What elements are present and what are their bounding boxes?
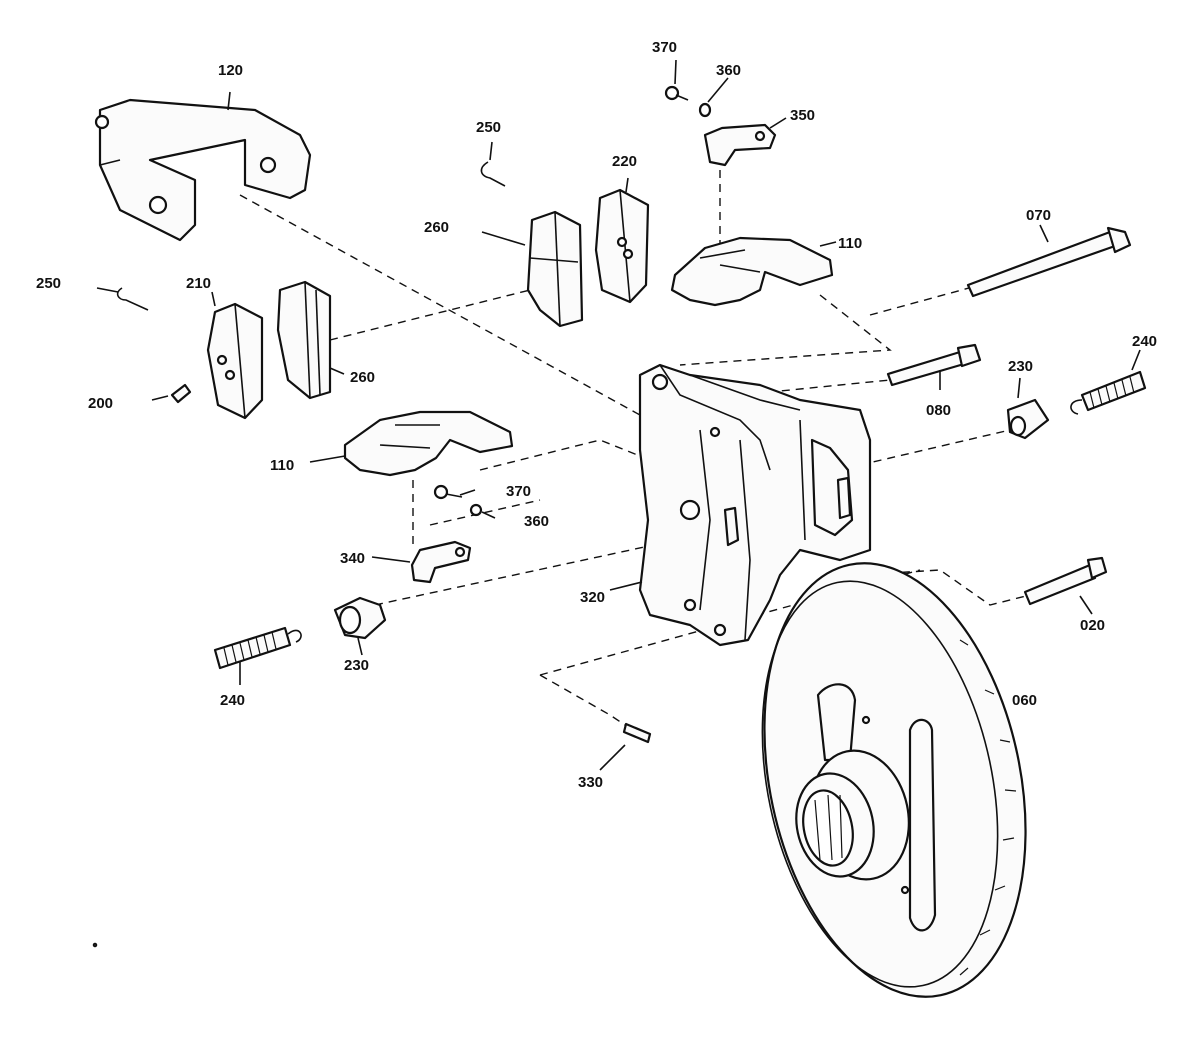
label-220: 220 [612, 153, 637, 170]
pad-inner-220 [594, 188, 650, 304]
lining-top-260 [526, 210, 584, 328]
lining-lower-260 [276, 280, 332, 400]
small-pin-330 [622, 722, 652, 744]
label-240-right: 240 [1132, 333, 1157, 350]
retaining-pin-200 [170, 383, 192, 404]
stray-dot [92, 942, 98, 948]
spring-left-240 [213, 626, 302, 670]
label-240-left: 240 [220, 692, 245, 709]
part-labels: 120 250 220 260 110 370 360 350 070 250 … [36, 39, 1157, 791]
yoke-bracket-120 [94, 98, 312, 242]
washer-top-360 [698, 102, 712, 118]
label-110-left: 110 [270, 457, 294, 474]
label-340: 340 [340, 550, 365, 567]
shim-plate-top-110 [670, 236, 834, 307]
label-360-mid: 360 [524, 513, 549, 530]
label-070: 070 [1026, 207, 1051, 224]
label-120: 120 [218, 62, 243, 79]
label-370-mid: 370 [506, 483, 531, 500]
caliper-housing-320 [638, 363, 872, 647]
short-bolt-020 [1023, 556, 1108, 606]
label-260-lower: 260 [350, 369, 375, 386]
shim-plate-left-110 [343, 410, 514, 477]
label-250-top: 250 [476, 119, 501, 136]
tab-plate-left-340 [410, 540, 472, 584]
label-210: 210 [186, 275, 211, 292]
screw-top-370 [664, 85, 689, 101]
tab-plate-top-350 [703, 123, 777, 167]
label-110-top: 110 [838, 235, 862, 252]
label-260-top: 260 [424, 219, 449, 236]
label-370-top: 370 [652, 39, 677, 56]
label-200: 200 [88, 395, 113, 412]
label-230-right: 230 [1008, 358, 1033, 375]
label-230-left: 230 [344, 657, 369, 674]
washer-mid-360 [469, 503, 483, 517]
bushing-right-230 [1006, 398, 1050, 440]
label-020: 020 [1080, 617, 1105, 634]
spring-clip-left-250 [116, 287, 149, 311]
label-080: 080 [926, 402, 951, 419]
label-360-top: 360 [716, 62, 741, 79]
spring-right-240 [1070, 370, 1147, 415]
label-350: 350 [790, 107, 815, 124]
label-250-left: 250 [36, 275, 61, 292]
pad-outer-210 [206, 302, 264, 420]
bushing-left-230 [333, 596, 387, 640]
label-320: 320 [580, 589, 605, 606]
label-330: 330 [578, 774, 603, 791]
brake-disc-060 [761, 562, 1027, 998]
screw-mid-370 [433, 484, 463, 500]
spring-clip-top-250 [480, 161, 506, 187]
bolt-mid-080 [886, 343, 982, 387]
long-bolt-070 [966, 226, 1132, 298]
leader-lines [96, 59, 1141, 771]
label-060: 060 [1012, 692, 1037, 709]
